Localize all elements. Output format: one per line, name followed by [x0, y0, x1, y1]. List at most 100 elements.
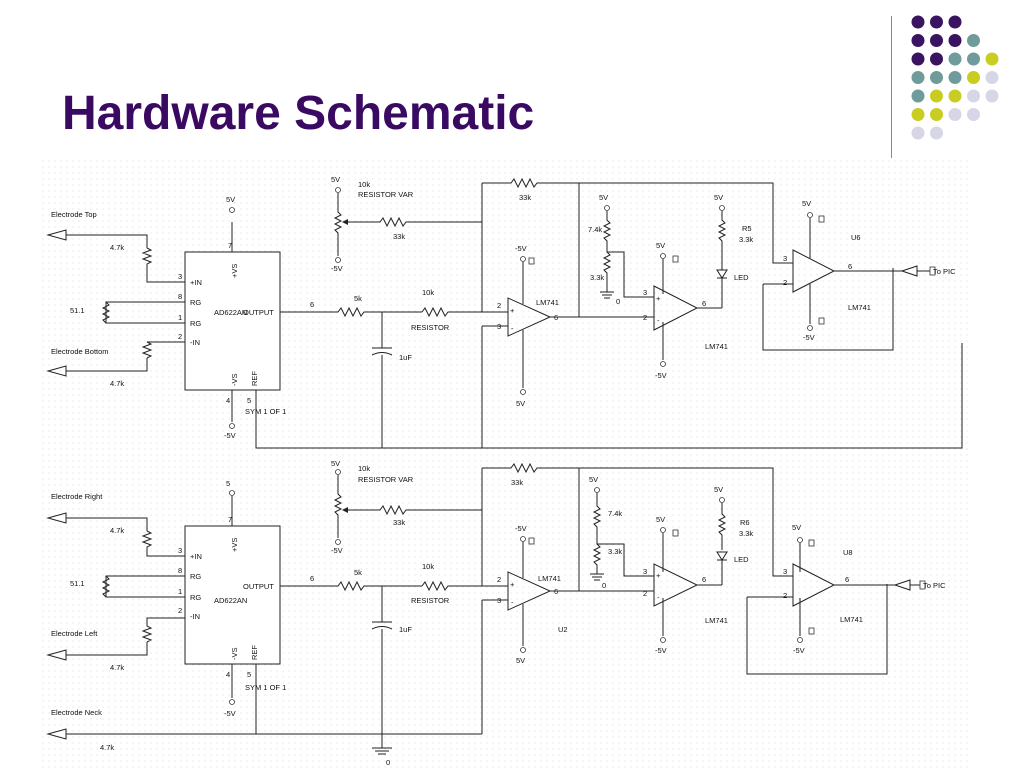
svg-text:3.3k: 3.3k: [590, 273, 604, 282]
svg-text:REF: REF: [250, 371, 259, 386]
svg-text:33k: 33k: [519, 193, 531, 202]
svg-text:RG: RG: [190, 298, 201, 307]
svg-text:1: 1: [178, 587, 182, 596]
svg-text:-5V: -5V: [655, 646, 667, 655]
svg-text:+VS: +VS: [230, 538, 239, 552]
svg-text:1: 1: [178, 313, 182, 322]
svg-text:RESISTOR: RESISTOR: [411, 323, 450, 332]
decorative-dot: [930, 15, 943, 29]
decorative-dot: [911, 89, 925, 103]
svg-text:4.7k: 4.7k: [110, 526, 124, 535]
svg-text:6: 6: [845, 575, 849, 584]
decorative-dot: [948, 108, 962, 121]
decorative-dot: [985, 52, 999, 66]
svg-text:OUTPUT: OUTPUT: [243, 308, 274, 317]
svg-text:5k: 5k: [354, 294, 362, 303]
svg-text:5V: 5V: [599, 193, 608, 202]
svg-text:4.7k: 4.7k: [110, 243, 124, 252]
decorative-dot: [930, 52, 943, 66]
svg-text:5V: 5V: [516, 399, 525, 408]
svg-text:5V: 5V: [589, 475, 598, 484]
top-chip-label: AD622AN: [214, 308, 247, 317]
svg-text:-IN: -IN: [190, 338, 200, 347]
svg-text:5V: 5V: [714, 485, 723, 494]
svg-text:RG: RG: [190, 593, 201, 602]
svg-text:0: 0: [602, 581, 606, 590]
decorative-dot: [911, 15, 925, 29]
svg-text:-: -: [657, 316, 660, 325]
decorative-dot: [948, 15, 962, 29]
svg-text:LED: LED: [734, 555, 749, 564]
svg-text:-: -: [511, 324, 514, 333]
svg-text:REF: REF: [250, 645, 259, 660]
svg-text:SYM 1 OF 1: SYM 1 OF 1: [245, 407, 286, 416]
svg-text:3: 3: [783, 567, 787, 576]
svg-text:4.7k: 4.7k: [110, 663, 124, 672]
svg-text:4: 4: [226, 670, 230, 679]
svg-text:-VS: -VS: [230, 647, 239, 660]
svg-text:U8: U8: [843, 548, 853, 557]
decorative-dot: [930, 34, 943, 47]
svg-text:4.7k: 4.7k: [110, 379, 124, 388]
svg-text:0: 0: [386, 758, 390, 767]
electrode-right-label: Electrode Right: [51, 492, 103, 501]
svg-text:-VS: -VS: [230, 373, 239, 386]
svg-text:5V: 5V: [331, 459, 340, 468]
svg-text:0: 0: [616, 297, 620, 306]
decorative-dot: [967, 71, 980, 84]
top-circuit: Electrode Top 4.7k Electrode Bottom 4.7k…: [46, 175, 963, 449]
svg-text:U2: U2: [558, 625, 568, 634]
svg-text:2: 2: [178, 332, 182, 341]
electrode-bottom-label: Electrode Bottom: [51, 347, 109, 356]
svg-text:2: 2: [497, 301, 501, 310]
electrode-top-label: Electrode Top: [51, 210, 97, 219]
svg-text:5: 5: [247, 396, 251, 405]
svg-text:5k: 5k: [354, 568, 362, 577]
svg-text:3: 3: [178, 272, 182, 281]
title-divider: [891, 16, 892, 158]
svg-text:33k: 33k: [393, 518, 405, 527]
decorative-dot: [985, 71, 999, 84]
svg-text:1uF: 1uF: [399, 625, 412, 634]
svg-text:-5V: -5V: [793, 646, 805, 655]
svg-text:R5: R5: [742, 224, 752, 233]
svg-text:7: 7: [228, 515, 232, 524]
decorative-dot-grid: [911, 15, 999, 140]
decorative-dot: [911, 34, 925, 47]
svg-text:RESISTOR VAR: RESISTOR VAR: [358, 190, 414, 199]
svg-text:6: 6: [310, 300, 314, 309]
svg-text:10k: 10k: [422, 288, 434, 297]
svg-text:2: 2: [178, 606, 182, 615]
decorative-dot: [967, 89, 980, 103]
decorative-dot: [967, 52, 980, 66]
svg-text:+: +: [656, 571, 661, 580]
decorative-dot: [948, 71, 962, 84]
svg-text:5: 5: [247, 670, 251, 679]
electrode-neck-label: Electrode Neck: [51, 708, 102, 717]
svg-text:-5V: -5V: [515, 244, 527, 253]
svg-text:4.7k: 4.7k: [100, 743, 114, 752]
svg-text:5V: 5V: [714, 193, 723, 202]
svg-text:3: 3: [178, 546, 182, 555]
decorative-dot: [985, 89, 999, 103]
decorative-dot: [911, 108, 925, 121]
svg-text:2: 2: [643, 313, 647, 322]
decorative-dot: [930, 126, 943, 140]
svg-text:8: 8: [178, 566, 182, 575]
svg-text:U6: U6: [851, 233, 861, 242]
svg-text:51.1: 51.1: [70, 306, 85, 315]
decorative-dot: [911, 52, 925, 66]
decorative-dot: [911, 71, 925, 84]
svg-text:7: 7: [228, 241, 232, 250]
svg-text:-5V: -5V: [515, 524, 527, 533]
svg-text:5V: 5V: [802, 199, 811, 208]
svg-text:+IN: +IN: [190, 278, 202, 287]
svg-text:-5V: -5V: [803, 333, 815, 342]
svg-text:2: 2: [783, 278, 787, 287]
svg-text:LM741: LM741: [848, 303, 871, 312]
svg-text:-5V: -5V: [331, 546, 343, 555]
svg-text:5V: 5V: [792, 523, 801, 532]
svg-text:+: +: [510, 580, 515, 589]
svg-text:-: -: [657, 593, 660, 602]
svg-text:RG: RG: [190, 319, 201, 328]
